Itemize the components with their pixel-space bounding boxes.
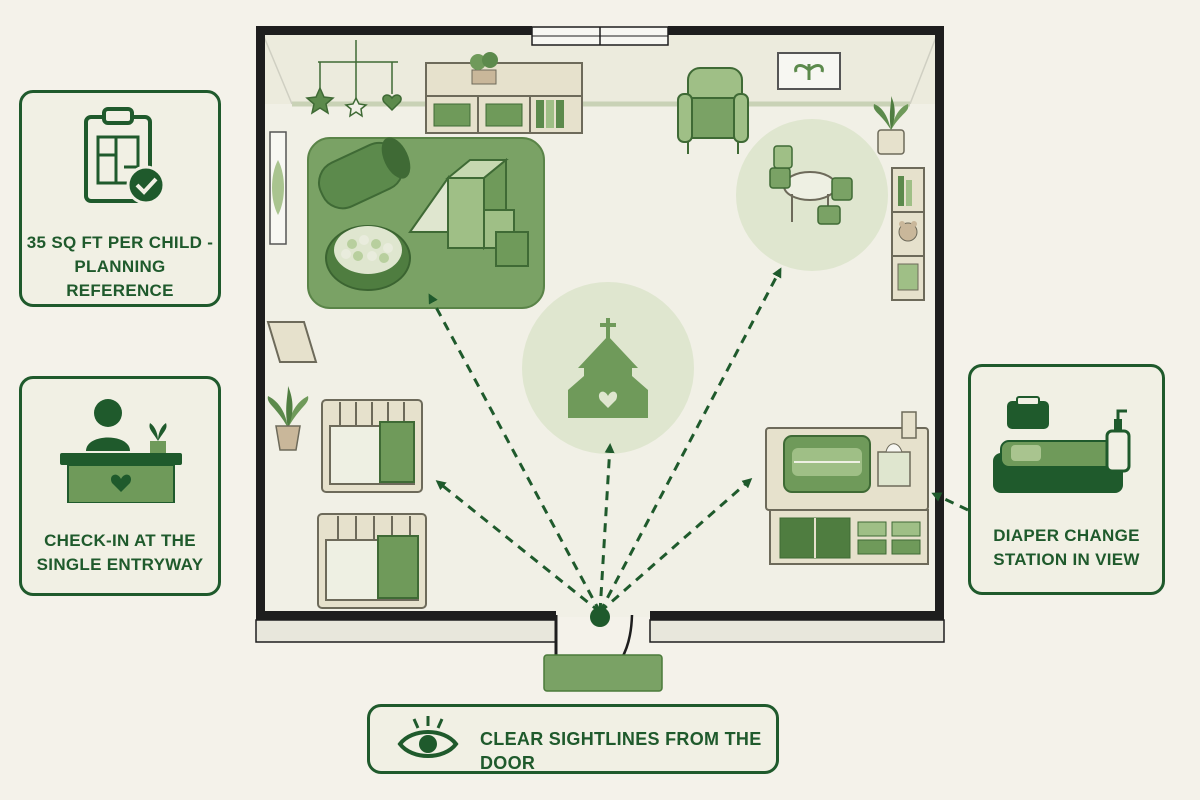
potted-plant-left [267, 386, 309, 451]
potted-plant-corner [873, 96, 909, 155]
callout-planning-line1: 35 SQ FT PER CHILD - [26, 233, 214, 252]
wall-bin [266, 321, 318, 363]
callout-diaper-line1: DIAPER CHANGE [993, 526, 1140, 545]
window [531, 26, 669, 46]
sightline-to-diaper-station [599, 478, 753, 614]
callout-check-in: CHECK-IN AT THE SINGLE ENTRYWAY [19, 376, 221, 596]
church-emblem [522, 282, 694, 454]
ceiling-mobile [305, 40, 402, 118]
sightline-arrows [428, 267, 969, 614]
callout-sightlines: CLEAR SIGHTLINES FROM THE DOOR [367, 704, 779, 774]
callout-checkin-line1: CHECK-IN AT THE [44, 531, 196, 550]
viewpoint-marker [590, 607, 610, 627]
ball-pit [325, 225, 411, 291]
crib-2 [317, 513, 427, 609]
callout-pointer-diaper [931, 492, 969, 512]
reception-desk-heart-icon [60, 399, 182, 503]
foam-steps [408, 157, 529, 267]
callout-planning-text: 35 SQ FT PER CHILD - PLANNING REFERENCE [22, 231, 218, 303]
soft-play-area [307, 137, 545, 309]
callout-planning-reference: 35 SQ FT PER CHILD - PLANNING REFERENCE [19, 90, 221, 307]
changing-station-icon [993, 396, 1131, 493]
sightline-to-cribs [435, 480, 601, 614]
callout-diaper-station: DIAPER CHANGE STATION IN VIEW [968, 364, 1165, 595]
crib-1 [321, 399, 423, 493]
eye-icon [397, 716, 459, 758]
callout-checkin-line2: SINGLE ENTRYWAY [36, 555, 204, 574]
callout-checkin-text: CHECK-IN AT THE SINGLE ENTRYWAY [22, 529, 218, 577]
callout-diaper-text: DIAPER CHANGE STATION IN VIEW [971, 524, 1162, 572]
callout-planning-line2: PLANNING REFERENCE [66, 257, 174, 300]
cubby-shelf [425, 52, 583, 134]
sightline-to-play-area [428, 293, 602, 613]
toy-shelf-right [891, 167, 925, 301]
entry-door [543, 614, 663, 692]
play-tunnel [318, 137, 411, 210]
callout-diaper-line2: STATION IN VIEW [993, 550, 1140, 569]
diaper-station-furniture [765, 411, 929, 565]
room-walls [256, 26, 944, 620]
armchair [677, 67, 749, 154]
sightline-to-table-area [598, 267, 782, 613]
callout-sightlines-text: CLEAR SIGHTLINES FROM THE DOOR [480, 729, 762, 773]
sightline-to-center [598, 443, 615, 613]
framed-picture [777, 52, 841, 90]
kids-table-area [736, 119, 888, 271]
door-mat [543, 654, 663, 692]
clipboard-floorplan-check-icon [84, 107, 166, 205]
